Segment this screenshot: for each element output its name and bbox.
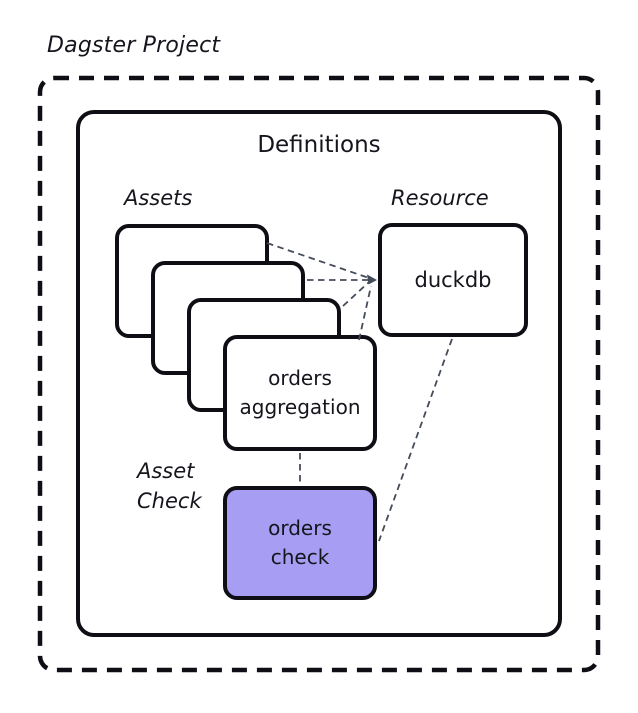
orders-check-label-line1: orders — [268, 516, 332, 540]
resource-section-label: Resource — [391, 186, 489, 210]
resource-node-duckdb: duckdb — [378, 223, 528, 337]
asset-node-orders-aggregation: orders aggregation — [223, 335, 377, 451]
asset-check-label-line1: Asset — [137, 459, 195, 483]
assets-section-label: Assets — [124, 186, 193, 210]
orders-aggregation-label-line2: aggregation — [239, 395, 361, 419]
orders-check-label-line2: check — [270, 545, 330, 569]
asset-check-section-label: Asset Check — [137, 456, 202, 516]
duckdb-label: duckdb — [414, 267, 492, 292]
project-title: Dagster Project — [47, 33, 221, 58]
definitions-label: Definitions — [257, 132, 381, 158]
orders-aggregation-label-line1: orders — [268, 366, 332, 390]
asset-check-label-line2: Check — [137, 489, 202, 513]
asset-check-node-orders-check: orders check — [223, 486, 377, 600]
